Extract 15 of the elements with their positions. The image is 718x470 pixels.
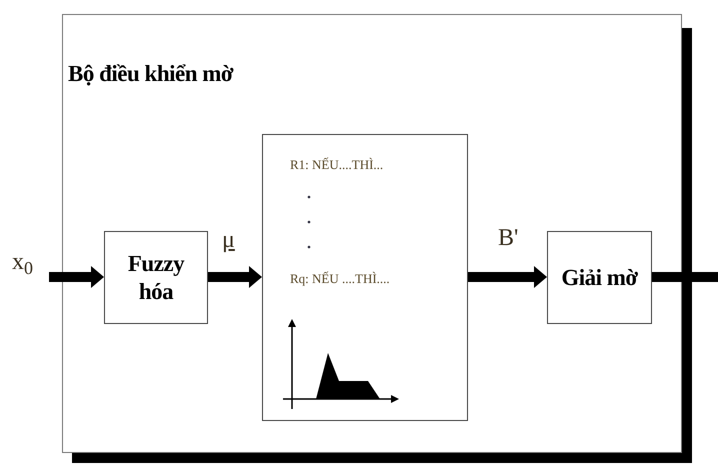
edge-label: x$_{0}$ — [12, 248, 33, 276]
thick-arrow — [49, 266, 104, 288]
process-box — [547, 231, 652, 324]
rule-text: Rq: NẾU ....THÌ.... — [290, 270, 390, 288]
process-box — [104, 231, 208, 324]
rule-base-box — [262, 134, 468, 421]
edge-label: B' — [498, 224, 518, 252]
frame-heading: Bộ điều khiển mờ — [68, 60, 234, 88]
edge-label: μ — [222, 226, 235, 254]
controller-frame — [62, 14, 682, 453]
thick-arrow — [468, 266, 547, 288]
rule-text: R1: NẾU....THÌ... — [290, 156, 384, 174]
box-label: Giải mờ — [560, 264, 639, 292]
box-label: Fuzzy hóa — [126, 250, 186, 306]
thick-arrow — [208, 266, 262, 288]
